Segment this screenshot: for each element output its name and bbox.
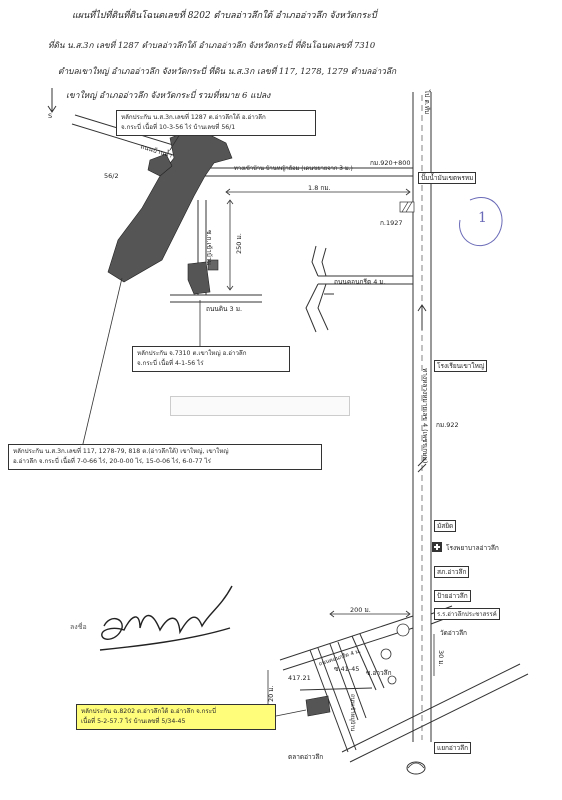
label-mosque: มัสยิด: [434, 520, 457, 532]
highway-main: [412, 92, 432, 742]
label-hospital: โรงพยาบาลอ่าวลึก: [446, 544, 499, 552]
building-hatched: [399, 201, 415, 213]
collateral-box-3-line1: หลักประกัน น.ส.3ก.เลขที่ 117, 1278-79, 8…: [13, 448, 229, 455]
label-gas-station: ปั๊มน้ำมันเขตพรหม: [418, 172, 477, 184]
dimension-200m: [329, 610, 411, 618]
header-line-1: แผนที่ไปที่ดินที่ดินโฉนดเลขที่ 8202 ตำบล…: [72, 11, 377, 21]
dimension-250m: [226, 199, 234, 291]
label-soi-4145: ซ.41-45: [334, 665, 360, 673]
collateral-box-1-line1: หลักประกัน น.ส.3ก.เลขที่ 1287 ต.อ่าวลึกใ…: [121, 114, 266, 121]
hospital-cross-icon: [432, 542, 442, 552]
compass-arrow-icon: [47, 88, 57, 113]
collateral-box-2: หลักประกัน จ.7310 ต.เขาใหญ่ อ.อ่าวลึก จ.…: [132, 346, 290, 372]
land-parcel-bottom: [305, 695, 331, 717]
highway-break-marks: [417, 457, 427, 473]
collateral-box-3: หลักประกัน น.ส.3ก.เลขที่ 117, 1278-79, 8…: [8, 444, 322, 470]
label-temple: วัดอ่าวลึก: [440, 629, 467, 637]
redacted-box: [170, 396, 350, 416]
label-junction: แยกอ่าวลึก: [434, 742, 472, 754]
land-parcel-main: [107, 127, 233, 283]
pointer-lines: [81, 133, 307, 717]
label-house-417: 417.21: [288, 674, 311, 682]
collateral-box-4-line2: เนื้อที่ 5-2-57.7 ไร่ บ้านเลขที่ 5/34-45: [81, 718, 186, 725]
land-parcel-small: [187, 261, 211, 295]
collateral-box-1: หลักประกัน น.ส.3ก.เลขที่ 1287 ต.อ่าวลึกใ…: [116, 110, 316, 136]
label-ref-1927: ก.1927: [380, 219, 403, 227]
label-market: ตลาดอ่าวลึก: [288, 753, 324, 761]
label-highway: ทางหลวงหมายเลข 4 (เพชรเกษม): [421, 368, 429, 464]
label-police: สภ.อ่าวลึก: [434, 566, 470, 578]
collateral-box-3-line2: อ.อ่าวลึก จ.กระบี่ เนื้อที่ 7-0-66 ไร่, …: [13, 458, 211, 465]
landmark-circles: [380, 623, 410, 685]
road-concrete-branch: [305, 245, 413, 333]
header-line-4: เขาใหญ่ อำเภออ่าวลึก จังหวัดกระบี่ รวมที…: [66, 91, 271, 101]
label-dist-250: 250 ม.: [235, 233, 243, 254]
label-dist-200: 200 ม.: [350, 606, 371, 614]
shell-logo-icon: [406, 761, 426, 775]
header-line-3: ตำบลเขาใหญ่ อำเภออ่าวลึก จังหวัดกระบี่ ท…: [58, 66, 397, 76]
highway-direction-arrow: [417, 304, 427, 330]
label-road-3m: ถนนดิน 3 ม.: [206, 305, 243, 313]
signature-label: ลงชื่อ: [70, 623, 87, 631]
label-soi-right: ซ.อ่าวลึก: [366, 669, 392, 677]
dimension-1-8km: [225, 188, 411, 196]
compass-label: S: [48, 112, 53, 120]
collateral-box-4: หลักประกัน ฉ.8202 ต.อ่าวลึกใต้ อ.อ่าวลึก…: [76, 704, 276, 730]
road-horizontal-main: [196, 167, 413, 177]
label-hwy-top: ไป ต.ทับ: [423, 90, 431, 115]
collateral-box-1-line2: จ.กระบี่ เนื้อที่ 10-3-56 ไร่ บ้านเลขที่…: [121, 124, 236, 131]
label-dist-20: 20 ม.: [267, 685, 275, 702]
label-road-4m: ถนนคอนกรีต 4 ม.: [334, 278, 386, 286]
circle-annotation: [459, 197, 503, 246]
signature-scribble: [99, 585, 233, 651]
label-road-hoa: ถนนเข้าหมู่บ้าน: [349, 694, 355, 732]
label-km-marker: กม.920+800: [370, 159, 411, 167]
label-rs-school: ร.ร.อ่าวลึกประชาสรรค์: [434, 608, 500, 620]
label-dist-1-8km: 1.8 กม.: [308, 184, 331, 192]
label-house-no: 56/2: [104, 172, 119, 180]
road-bottom-network: [279, 605, 529, 763]
label-km922: กม.922: [436, 421, 459, 429]
label-dist-30: 30 ม.: [437, 650, 445, 667]
label-road-side: ซ.ก.เข้าบ้าน: [205, 230, 213, 266]
collateral-box-4-line1: หลักประกัน ฉ.8202 ต.อ่าวลึกใต้ อ.อ่าวลึก…: [81, 708, 216, 715]
label-road-long: ทางเข้าบ้าน บ้านหญ้าย้อม (เดนขยายจาก 3 ม…: [234, 166, 353, 172]
label-sign-top: ป้ายอ่าวลึก: [434, 590, 471, 602]
label-circle-note: 1: [478, 210, 487, 226]
land-parcel-square: [207, 259, 219, 271]
collateral-box-2-line2: จ.กระบี่ เนื้อที่ 4-1-56 ไร่: [137, 360, 204, 367]
collateral-box-2-line1: หลักประกัน จ.7310 ต.เขาใหญ่ อ.อ่าวลึก: [137, 350, 247, 357]
header-line-2: ที่ดิน น.ส.3ก เลขที่ 1287 ตำบลอ่าวลึกใต้…: [48, 40, 376, 50]
label-school: โรงเรียนเขาใหญ่: [434, 360, 488, 372]
